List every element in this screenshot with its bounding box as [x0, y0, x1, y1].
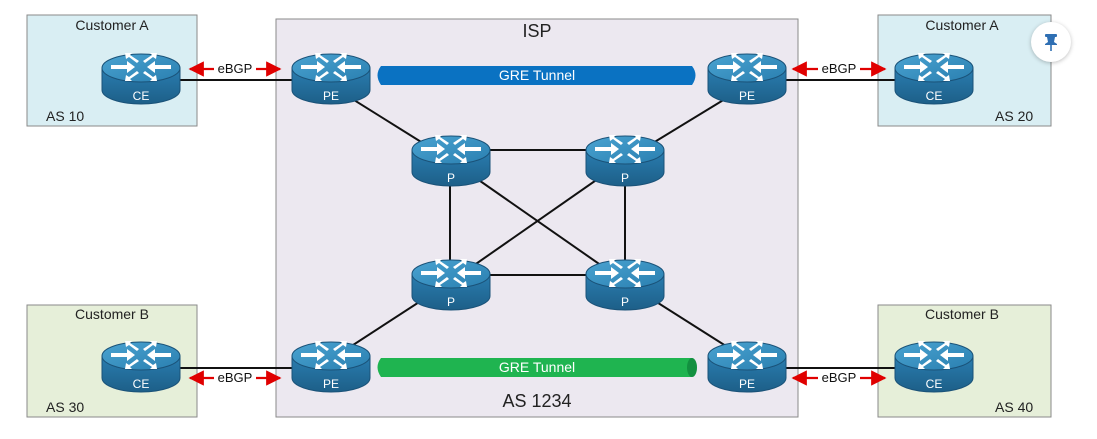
router-ce-a-left: CE: [101, 52, 181, 105]
router-p-top-right-label: P: [621, 171, 629, 185]
ebgp-label-a-left: eBGP: [218, 61, 253, 76]
router-ce-a-right-label: CE: [926, 89, 943, 103]
router-p-bottom-right-label: P: [621, 295, 629, 309]
router-pe-top-right-label: PE: [739, 89, 755, 103]
router-p-top-left-label: P: [447, 171, 455, 185]
router-p-top-right: P: [585, 134, 665, 187]
router-pe-bottom-right-label: PE: [739, 377, 755, 391]
ebgp-label-a-right: eBGP: [822, 61, 857, 76]
gre-tunnel-bottom: GRE Tunnel: [377, 358, 697, 377]
pin-icon: [1043, 33, 1059, 51]
customer-b-right-name: Customer B: [925, 306, 999, 322]
router-pe-bottom-left-label: PE: [323, 377, 339, 391]
isp-as-label: AS 1234: [502, 391, 571, 411]
router-pe-top-left: PE: [291, 52, 371, 105]
router-pe-top-right: PE: [707, 52, 787, 105]
router-p-bottom-right: P: [585, 258, 665, 311]
customer-a-right-name: Customer A: [925, 17, 999, 33]
router-ce-b-right-label: CE: [926, 377, 943, 391]
router-ce-a-right: CE: [894, 52, 974, 105]
router-ce-b-right: CE: [894, 340, 974, 393]
customer-b-left-as: AS 30: [46, 399, 84, 415]
customer-a-right-as: AS 20: [995, 108, 1033, 124]
router-ce-b-left: CE: [101, 340, 181, 393]
ebgp-label-b-left: eBGP: [218, 370, 253, 385]
router-p-top-left: P: [411, 134, 491, 187]
router-pe-bottom-right: PE: [707, 340, 787, 393]
isp-title: ISP: [522, 21, 551, 41]
router-pe-bottom-left: PE: [291, 340, 371, 393]
customer-b-right-as: AS 40: [995, 399, 1033, 415]
ebgp-label-b-right: eBGP: [822, 370, 857, 385]
customer-b-left-name: Customer B: [75, 306, 149, 322]
gre-tunnel-bottom-label: GRE Tunnel: [499, 359, 575, 375]
router-p-bottom-left: P: [411, 258, 491, 311]
router-pe-top-left-label: PE: [323, 89, 339, 103]
router-ce-a-left-label: CE: [133, 89, 150, 103]
customer-a-left-as: AS 10: [46, 108, 84, 124]
router-p-bottom-left-label: P: [447, 295, 455, 309]
pin-button[interactable]: [1031, 22, 1071, 62]
customer-a-left-name: Customer A: [75, 17, 149, 33]
gre-tunnel-top: GRE Tunnel: [377, 66, 696, 85]
gre-tunnel-top-label: GRE Tunnel: [499, 67, 575, 83]
router-ce-b-left-label: CE: [133, 377, 150, 391]
